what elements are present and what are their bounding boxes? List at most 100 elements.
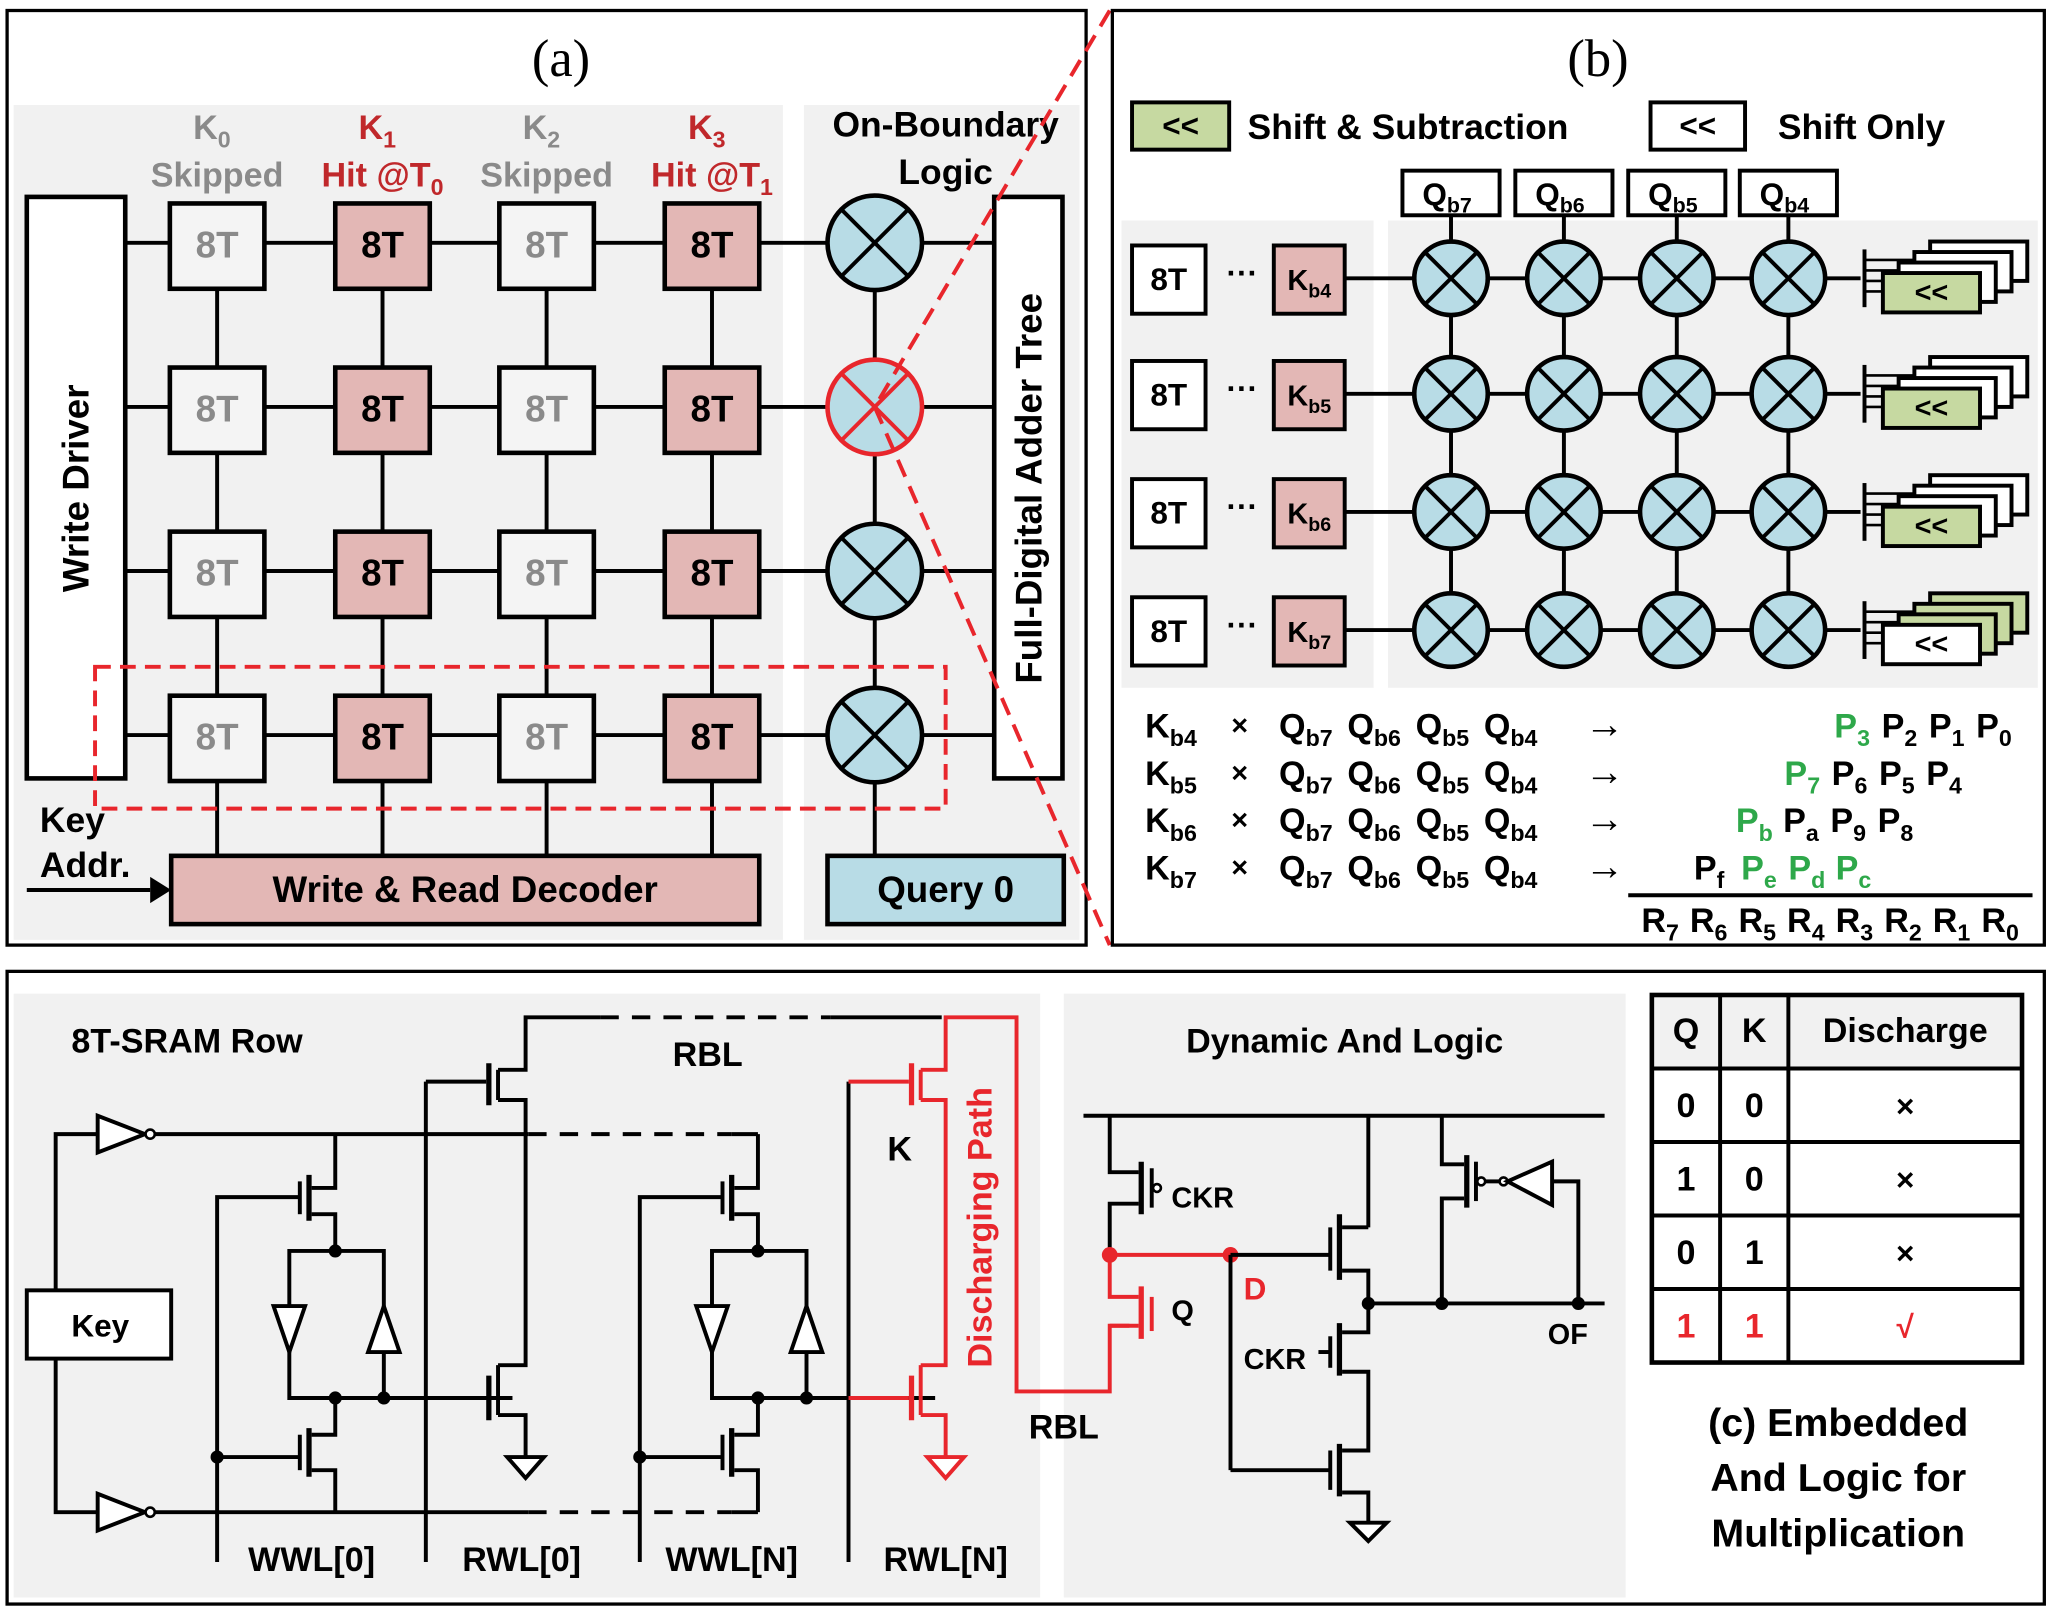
shift-symbol: << (1915, 277, 1949, 309)
equation-query: Qb4 (1484, 802, 1538, 846)
xnor-cross (1536, 250, 1592, 306)
table-cell: √ (1897, 1309, 1915, 1345)
times-symbol: × (1231, 710, 1248, 742)
panel-c: 8T-SRAM Row RBL Dynamic And Logic Key K … (5, 969, 2046, 1606)
partial-product: P1 (1929, 708, 1965, 752)
partial-product: P3 (1834, 708, 1870, 752)
xnor-cross (1649, 366, 1705, 422)
legend-shift-only-text: Shift Only (1778, 107, 1946, 147)
equation-query: Qb6 (1347, 802, 1401, 846)
column-status-label: Hit @T1 (651, 156, 773, 200)
partial-product: Pd (1788, 849, 1825, 893)
xnor-multiplier-icon (1749, 591, 1828, 670)
ellipsis: ··· (1227, 255, 1258, 291)
xnor-cross (1760, 484, 1816, 540)
row-cell-box (1130, 359, 1208, 432)
result-bit: R0 (1981, 902, 2019, 946)
column-key-label: K2 (523, 109, 561, 153)
result-bit: R2 (1884, 902, 1922, 946)
equation-query: Qb4 (1484, 708, 1538, 752)
access-bottom (311, 1397, 338, 1437)
key-bit-box (1271, 243, 1347, 316)
sram-cell (332, 365, 433, 456)
sram-cell (662, 201, 762, 292)
sram-cell-label: 8T (691, 717, 734, 758)
query-box (825, 853, 1067, 927)
key-box-label: Key (71, 1307, 129, 1343)
junction-dot (633, 1450, 647, 1464)
legend-shift-sub-swatch (1130, 100, 1232, 152)
xnor-multiplier-icon (1637, 591, 1716, 670)
equation-query: Qb5 (1416, 802, 1470, 846)
sram-cell-label: 8T (361, 388, 404, 429)
row-cell-box (1130, 595, 1208, 668)
equation-query: Qb5 (1416, 708, 1470, 752)
shifter-box (1880, 504, 1982, 549)
xnor-multiplier-icon (1637, 472, 1716, 551)
partial-product: Pc (1836, 849, 1872, 893)
ground-icon (1345, 1520, 1392, 1544)
table-cell: × (1896, 1162, 1914, 1198)
zoom-line-bottom (872, 406, 1112, 946)
access-bottom-drain (311, 1468, 338, 1513)
query-bit-label: Qb6 (1535, 176, 1585, 218)
keeper-drain (1439, 1196, 1465, 1304)
equation-key: Kb6 (1145, 802, 1197, 846)
junction-dot (1101, 1247, 1118, 1263)
highlighted-row (93, 664, 948, 811)
sram-cell-label: 8T (691, 388, 734, 429)
dynamic-background (1063, 993, 1626, 1598)
ground-icon (922, 1455, 969, 1482)
sram-title: 8T-SRAM Row (71, 1023, 303, 1061)
xnor-cross (1423, 366, 1479, 422)
panel-b: (b) << Shift & Subtraction << Shift Only… (1110, 8, 2046, 947)
row-cell-label: 8T (1150, 261, 1187, 297)
partial-product: Pb (1736, 802, 1773, 846)
table-cell: 0 (1676, 1234, 1695, 1272)
equation-key: Kb5 (1145, 755, 1197, 799)
inverter-icon (693, 1304, 731, 1359)
partial-product: P7 (1784, 755, 1820, 799)
table-header-bg (1651, 994, 2023, 1069)
dynamic-and-schematic (1083, 1113, 1605, 1544)
equation-query: Qb6 (1347, 755, 1401, 799)
key-bit-box (1271, 359, 1347, 432)
column-key-label: K0 (193, 109, 231, 153)
inverter-icon (365, 1300, 403, 1355)
equation-query: Qb7 (1279, 755, 1333, 799)
xnor-multiplier-icon (1411, 239, 1491, 318)
precharge-source (1107, 1115, 1139, 1175)
arrow-icon: → (1585, 703, 1624, 747)
xnor-multiplier-icon (1524, 354, 1603, 433)
equation-query: Qb4 (1484, 849, 1538, 893)
feedback-wire (1552, 1179, 1581, 1304)
equation-query: Qb6 (1347, 708, 1401, 752)
shift-symbol: << (1915, 629, 1949, 661)
key-bit-label: Kb7 (1287, 617, 1331, 654)
partial-product: P6 (1832, 755, 1868, 799)
row-cell-box (1130, 477, 1208, 550)
xnor-multiplier-icon (1637, 239, 1716, 318)
table-cell: × (1896, 1088, 1914, 1124)
sram-cell-label: 8T (525, 388, 568, 429)
equation-query: Qb5 (1416, 755, 1470, 799)
row-cell-label: 8T (1150, 495, 1187, 531)
row-cell-label: 8T (1150, 377, 1187, 413)
times-symbol: × (1231, 852, 1248, 884)
partial-product: Pe (1741, 849, 1777, 893)
row-cell-label: 8T (1150, 613, 1187, 649)
equation-key: Kb4 (1145, 708, 1197, 752)
key-wire-top (53, 1132, 98, 1291)
column-key-label: K1 (358, 109, 396, 153)
d-label: D (1244, 1271, 1267, 1307)
equation-query: Qb5 (1416, 849, 1470, 893)
ellipsis: ··· (1227, 488, 1258, 524)
access-top (734, 1134, 760, 1190)
xnor-cross (1536, 366, 1592, 422)
junction-dot (751, 1244, 765, 1258)
sram-cell (167, 529, 267, 620)
access-top-drain (734, 1212, 760, 1251)
sram-cell (662, 365, 762, 456)
discharge-stack (920, 1098, 948, 1368)
